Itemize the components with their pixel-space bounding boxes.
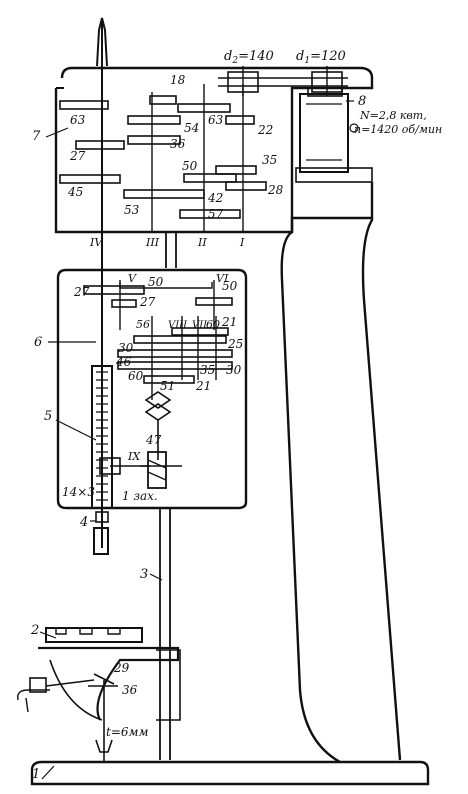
gear-label: 42 [207,191,223,205]
gear-label: 29 [113,661,130,675]
shaft-label-vii: VII [192,320,208,331]
gear-label: 35 [200,363,215,377]
pulley-label-d2: d2=140 [224,49,274,66]
shaft-label-iii: III [145,236,160,249]
gear-label: 54 [184,121,199,135]
belt-drive [218,66,348,96]
gear-label: 50 [148,275,164,289]
motor-connector-mark [349,123,359,133]
gear-label: 27 [69,149,86,163]
motor-power-label: N=2,8 квт, [359,109,427,122]
gear-label: 51 [160,379,175,393]
part-label-4: 4 [79,515,88,530]
gear-label: 50 [182,159,198,173]
gear-label: 35 [262,153,277,167]
shaft-label-viii: VIII [168,320,188,331]
shaft-label-ix: IX [127,450,141,463]
gear-label: 36 [122,683,138,697]
gear-label: 27 [139,295,156,309]
feed-box-gears [117,316,233,489]
part-label-5: 5 [44,409,52,424]
speed-gearbox-housing [54,66,374,234]
shaft-label-iv: IV [89,236,103,249]
part-label-6: 6 [34,335,42,350]
work-table [17,627,181,762]
gear-label: 60 [206,318,220,331]
gear-label: 25 [227,337,243,351]
gear-label: 47 [145,433,162,447]
svg-text:d1=120: d1=120 [296,49,346,66]
speed-box-gears [59,95,267,219]
gear-label: 28 [267,183,284,197]
part-label-7: 7 [32,129,41,144]
gear-label: 60 [128,369,144,383]
part-label-2: 2 [30,623,39,638]
gear-label: 50 [222,279,238,293]
gear-label: 21 [221,315,237,329]
gear-label: 22 [257,123,273,137]
gear-label: 46 [115,355,132,369]
pulley-label-d1: d1=120 [296,49,346,66]
electric-motor [295,87,373,183]
gear-label: 18 [170,73,186,87]
shaft-label-i: I [239,236,245,249]
gear-label: 27 [73,285,90,299]
motor-speed-label: n=1420 об/мин [354,123,442,136]
feed-box-housing [56,268,248,510]
gear-label: 30 [226,363,242,377]
machine-base [30,760,430,786]
gear-label: 45 [67,185,83,199]
machine-column [159,182,402,764]
spindle-sleeve-rack [91,365,150,555]
gear-label: 63 [208,113,224,127]
rack-module-label: 14×3 [62,485,95,499]
part-label-8: 8 [358,94,366,109]
gear-label: 36 [170,137,186,151]
shaft-label-vi: VI [216,272,229,285]
gear-label: 53 [124,203,140,217]
gear-label: 63 [70,113,86,127]
svg-text:d2=140: d2=140 [224,49,274,66]
worm-label: 1 зах. [122,489,158,503]
part-label-1: 1 [32,767,40,782]
screw-pitch-label: t=6мм [106,725,148,739]
gear-label: 56 [136,318,150,331]
gear-label: 21 [195,379,211,393]
shaft-label-ii: II [197,236,207,249]
gear-label: 30 [118,341,134,355]
part-label-3: 3 [140,567,148,582]
leader-lines [39,100,354,780]
gear-label: 57 [208,207,224,221]
shaft-label-v: V [128,272,137,285]
